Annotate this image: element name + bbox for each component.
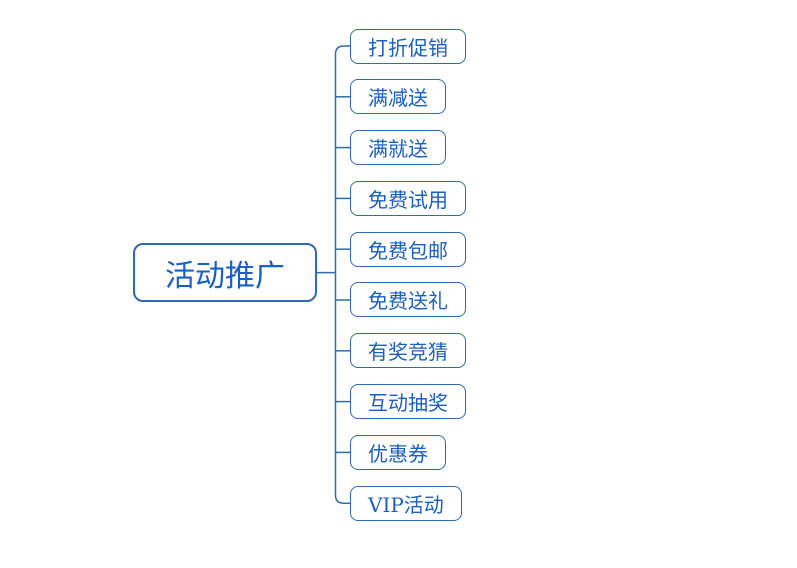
node-child-dazhe-cuxiao[interactable]: 打折促销 [350, 28, 466, 64]
node-child-hudong-choujiang[interactable]: 互动抽奖 [350, 384, 466, 420]
node-child-mianfei-shiyong[interactable]: 免费试用 [350, 180, 466, 216]
node-child-youhuiquan[interactable]: 优惠券 [350, 434, 446, 470]
node-child-youjiang-jingcai[interactable]: 有奖竞猜 [350, 333, 466, 369]
node-child-vip-huodong[interactable]: VIP活动 [350, 485, 462, 521]
node-root[interactable]: 活动推广 [133, 243, 317, 302]
node-child-manjiu-song[interactable]: 满就送 [350, 130, 446, 166]
trunk-connector [334, 45, 350, 504]
node-child-mianfei-songli[interactable]: 免费送礼 [350, 282, 466, 318]
child-node-list: 打折促销 满减送 满就送 免费试用 免费包邮 免费送礼 有奖竞猜 互动抽奖 优惠… [350, 28, 466, 521]
node-child-mianfei-baoyou[interactable]: 免费包邮 [350, 231, 466, 267]
node-child-manjian-song[interactable]: 满减送 [350, 79, 446, 115]
